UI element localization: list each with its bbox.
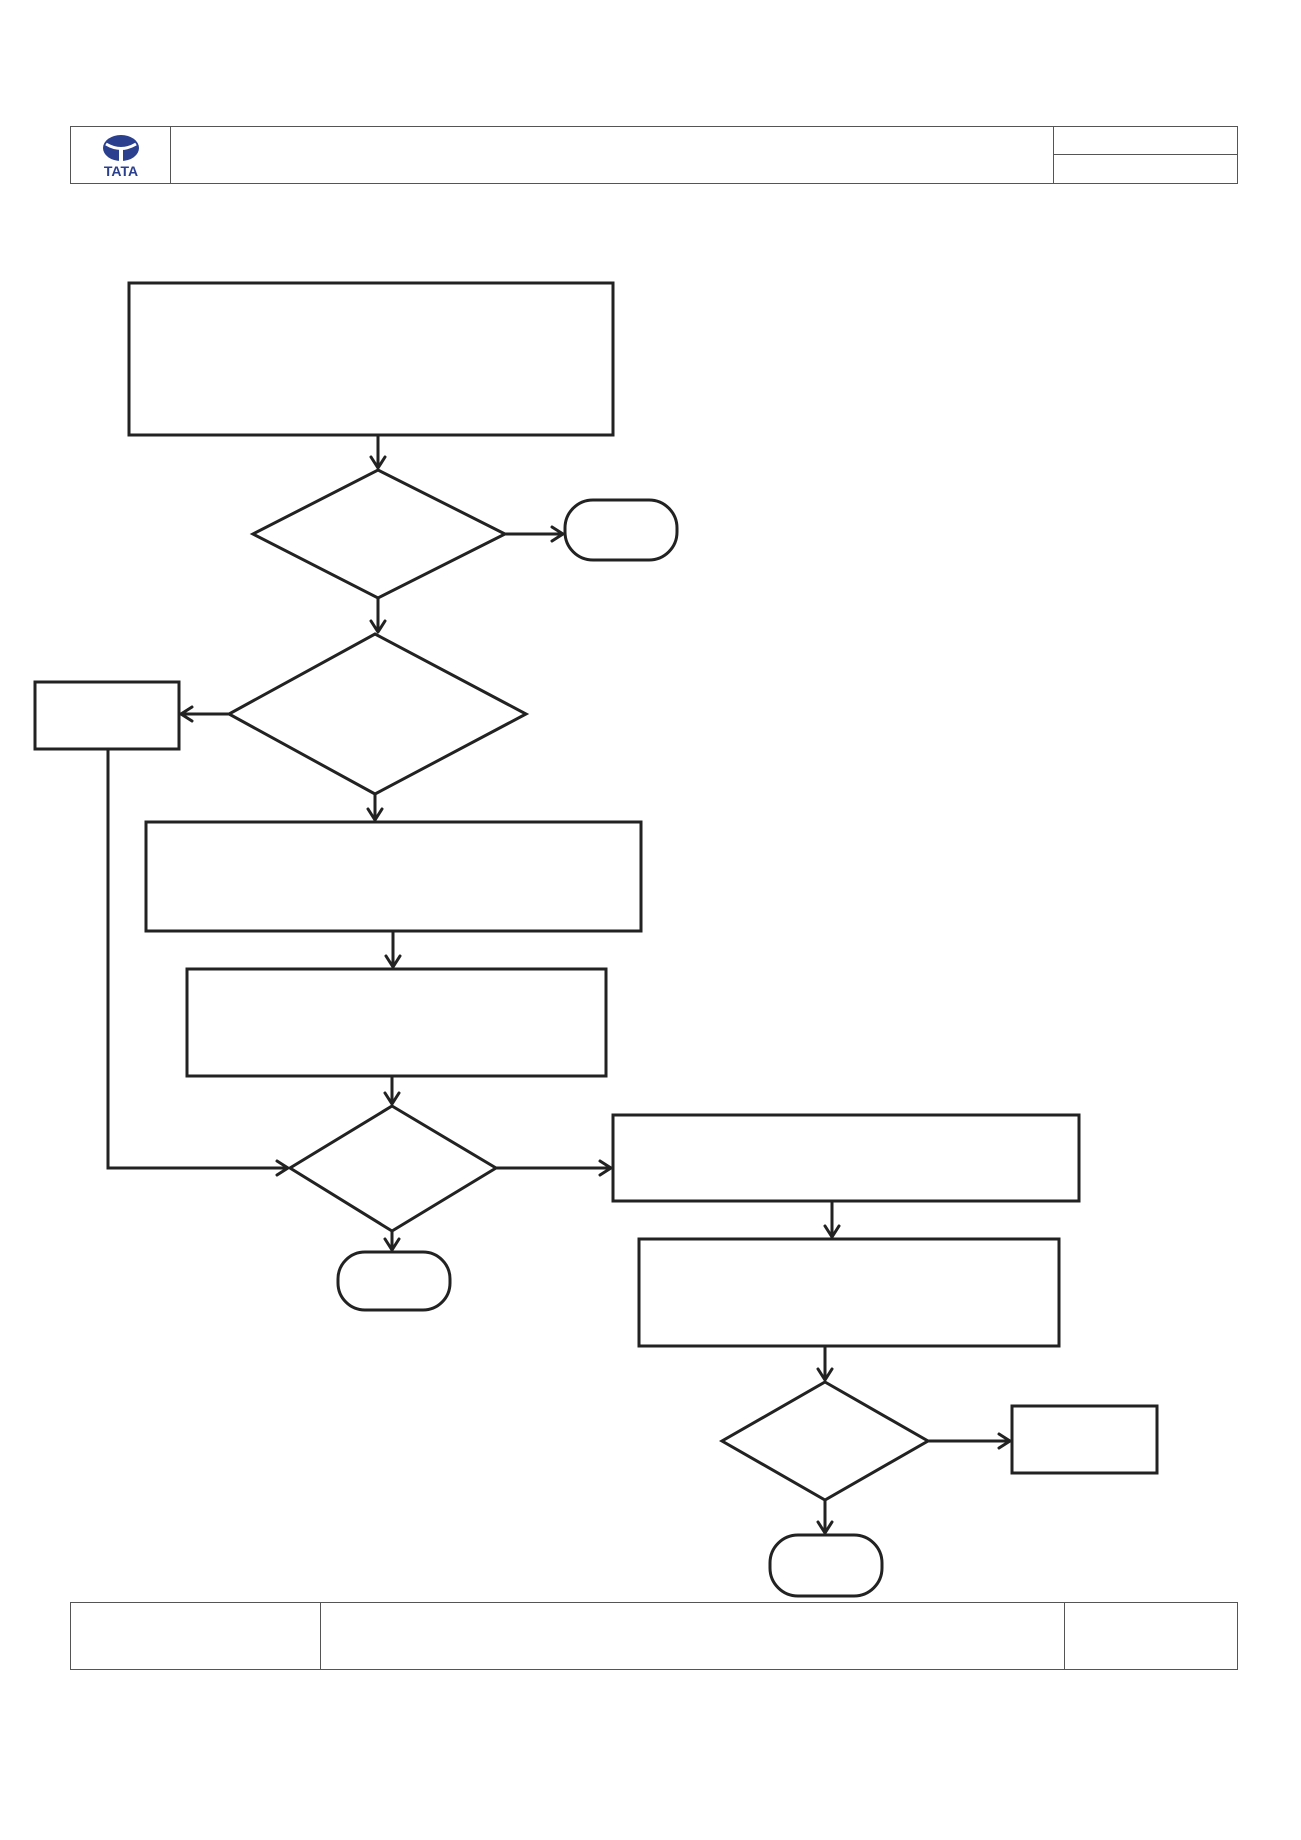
- edge-step-3-to-step-4: [823, 1201, 841, 1239]
- box-step-2: [185, 967, 608, 1078]
- edge-decision-3-to-step-3: [496, 1159, 613, 1177]
- edge-decision-3-to-terminal-2: [383, 1231, 401, 1252]
- box-step-4: [637, 1237, 1061, 1348]
- decision-2: [225, 632, 530, 796]
- box-step-1: [144, 820, 643, 933]
- decision-4: [718, 1380, 932, 1502]
- footer-middle-cell: [321, 1603, 1064, 1669]
- decision-1: [249, 468, 509, 600]
- terminal-2: [336, 1250, 452, 1312]
- document-footer: [70, 1602, 1238, 1670]
- document-header: TATA: [70, 126, 1238, 184]
- side-box-right: [1010, 1404, 1159, 1475]
- edge-decision-2-to-side-box-left: [179, 705, 229, 723]
- edge-start-to-decision-1: [369, 435, 387, 470]
- edge-decision-2-to-step-1: [366, 794, 384, 822]
- edge-decision-1-to-terminal-1: [505, 525, 565, 543]
- edge-step-2-to-decision-3: [383, 1076, 401, 1106]
- footer-left-cell: [71, 1603, 321, 1669]
- document-ref-top: [1054, 127, 1237, 155]
- tata-logo-icon: TATA: [103, 135, 139, 179]
- edge-decision-1-to-decision-2: [369, 598, 387, 634]
- edge-side-box-left-to-decision-3: [106, 749, 290, 1177]
- edge-step-1-to-step-2: [384, 931, 402, 969]
- logo-cell: TATA: [71, 127, 171, 183]
- side-box-left: [33, 680, 181, 751]
- edge-decision-4-to-side-box-right: [928, 1432, 1012, 1450]
- box-step-3: [611, 1113, 1081, 1203]
- edge-decision-4-to-terminal-3: [816, 1500, 834, 1535]
- edge-step-4-to-decision-4: [816, 1346, 834, 1382]
- terminal-1: [563, 498, 679, 562]
- terminal-3: [768, 1533, 884, 1598]
- document-ref-cell: [1053, 127, 1237, 183]
- logo-wordmark: TATA: [104, 163, 138, 179]
- footer-right-cell: [1064, 1603, 1237, 1669]
- box-start: [127, 281, 615, 437]
- decision-3: [287, 1104, 499, 1233]
